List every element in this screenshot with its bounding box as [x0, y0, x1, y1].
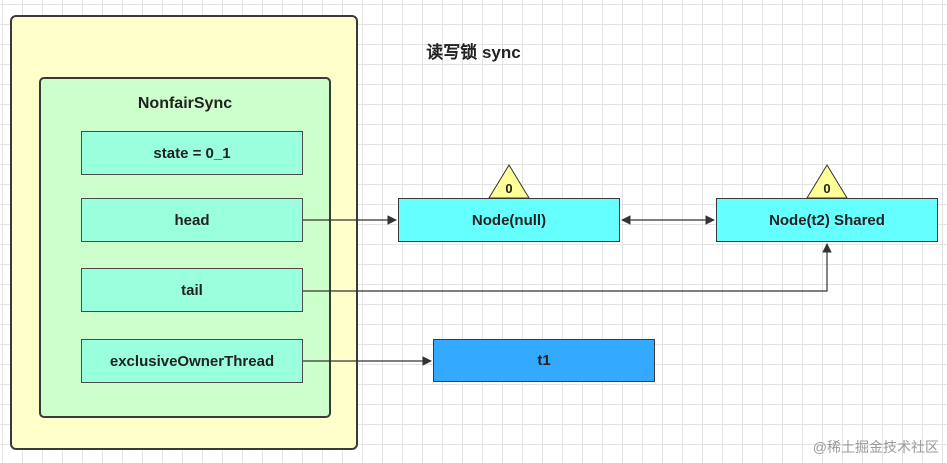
owner-thread-t1: t1	[433, 339, 655, 382]
state-field: state = 0_1	[81, 131, 303, 175]
tail-field: tail	[81, 268, 303, 312]
exclusive-owner-thread-field: exclusiveOwnerThread	[81, 339, 303, 383]
head-field: head	[81, 198, 303, 242]
t2-node-waitstatus: 0	[823, 181, 831, 196]
sync-title: 读写锁 sync	[426, 43, 521, 62]
head-node: Node(null)	[398, 198, 620, 242]
watermark: @稀土掘金技术社区	[812, 439, 939, 455]
t2-shared-node: Node(t2) Shared	[716, 198, 938, 242]
head-node-waitstatus: 0	[505, 181, 513, 196]
nonfair-sync-title: NonfairSync	[137, 95, 233, 112]
tail-arrow	[303, 243, 832, 292]
